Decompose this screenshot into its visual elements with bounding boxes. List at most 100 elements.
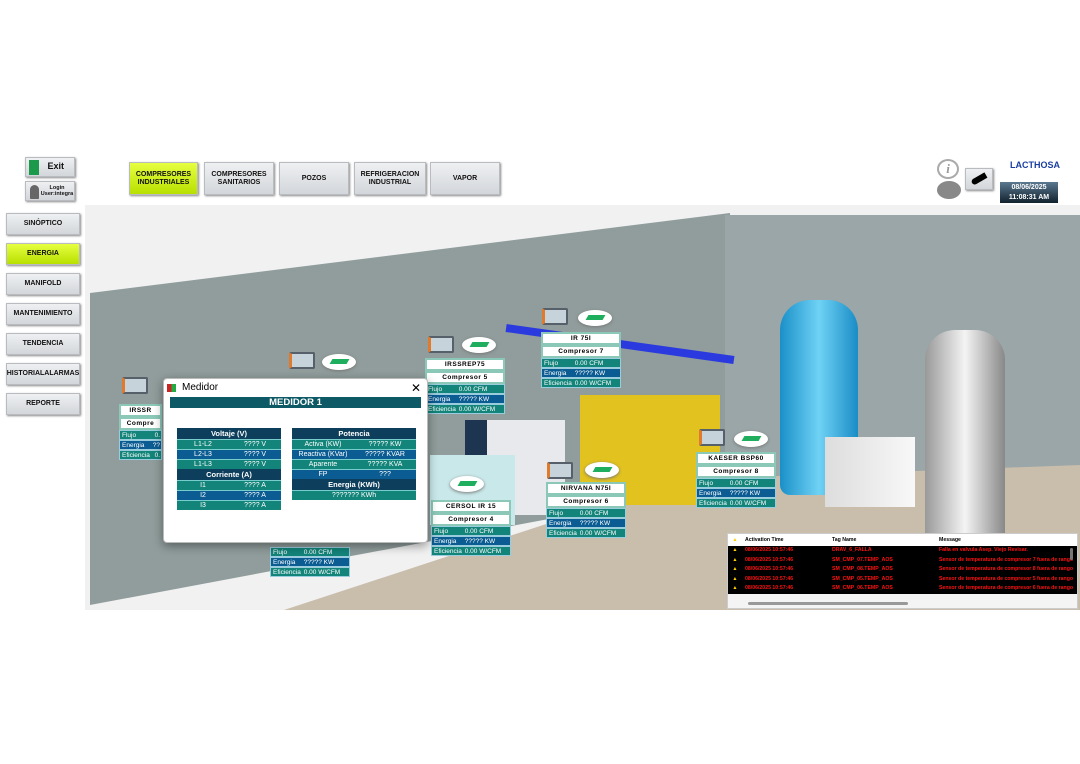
alarm-time: 08/06/2025 10:57:46 [745,547,794,553]
hmi-icon[interactable] [542,308,568,325]
dialog-titlebar[interactable]: Medidor ✕ [164,379,427,397]
mute-bell-icon[interactable] [937,181,961,199]
tab-vapor[interactable]: VAPOR [430,162,500,195]
row-label: Reactiva (KVar) [298,451,348,458]
energia-value: ????? KW [574,370,606,377]
voltaje-header: Voltaje (V) [177,428,281,439]
warning-icon: ▲ [732,547,738,553]
warning-icon: ▲ [732,575,738,582]
col-tag-name[interactable]: Tag Name [832,537,857,543]
energia-label: Energia [544,370,567,377]
potencia-header: Potencia [292,428,416,439]
datetime-display: 08/06/2025 11:08:31 AM [1000,182,1058,203]
hmi-icon[interactable] [428,336,454,353]
info-icon[interactable]: i [937,159,959,179]
app-icon [167,384,176,392]
warning-icon: ▲ [732,566,738,573]
chart-icon[interactable] [322,354,356,370]
flujo-label: Flujo [122,432,137,439]
alarm-tag: DRAV_6_FALLA [832,547,872,553]
row-value: ????? KVA [367,461,403,468]
chart-icon[interactable] [450,476,484,492]
flujo-value: 0. [154,432,160,439]
horizontal-scrollbar[interactable] [748,602,908,605]
meter-heading: MEDIDOR 1 [170,397,421,408]
chart-icon[interactable] [462,337,496,353]
eficiencia-value: 0.00 W/CFM [303,569,341,576]
energia-header: Energia (KWh) [292,479,416,490]
eficiencia-value: 0.00 W/CFM [464,548,502,555]
hmi-icon[interactable] [547,462,573,479]
alarm-time: 08/06/2025 10:57:46 [745,575,794,582]
row-value: ???? V [243,451,267,458]
flujo-label: Flujo [428,386,443,393]
side-manifold[interactable]: MANIFOLD [6,273,80,295]
flujo-value: 0.00 CFM [458,386,488,393]
energia-label: Energia [549,520,572,527]
chart-icon[interactable] [734,431,768,447]
tab-refrigeracion-industrial[interactable]: REFRIGERACION INDUSTRIAL [354,162,426,195]
warning-icon: ▲ [732,585,738,592]
flujo-label: Flujo [549,510,564,517]
compressor-name: IRSSR [119,404,162,417]
energia-value: ?? [152,442,160,449]
side-historial-alarmas[interactable]: HISTORIALALARMAS [6,363,80,385]
side-reporte[interactable]: REPORTE [6,393,80,415]
col-activation-time[interactable]: Activation Time [745,537,784,543]
row-label: Aparente [308,461,338,468]
alarm-tag: SM_CMP_05.TEMP_AOS [832,575,893,582]
flujo-value: 0.00 CFM [579,510,609,517]
eficiencia-value: 0.00 W/CFM [729,500,767,507]
eficiencia-value: 0. [154,452,160,459]
compressor-unit: Compre [119,417,162,430]
col-message[interactable]: Message [939,537,961,543]
side-mantenimiento[interactable]: MANTENIMIENTO [6,303,80,325]
alarm-message: Sensor de temperatura de compresor 6 fue… [939,585,1074,592]
login-button[interactable]: Login User:integra [25,181,75,201]
user-icon [30,185,39,199]
exit-button[interactable]: Exit [25,157,75,177]
close-icon[interactable]: ✕ [410,381,421,395]
exit-door-icon [29,160,39,175]
row-label: Activa (KW) [304,441,342,448]
user-label: User:integra [40,191,74,197]
hmi-icon[interactable] [122,377,148,394]
tab-compresores-sanitarios[interactable]: COMPRESORES SANITARIOS [204,162,274,195]
hmi-icon[interactable] [699,429,725,446]
key-button[interactable] [965,168,993,190]
alarm-tag: SM_CMP_08.TEMP_AOS [832,566,893,573]
side-tendencia[interactable]: TENDENCIA [6,333,80,355]
key-icon [970,172,988,186]
energia-label: Energia [122,442,145,449]
tab-pozos[interactable]: POZOS [279,162,349,195]
alarm-time: 08/06/2025 10:57:46 [745,585,794,592]
eficiencia-label: Eficiencia [699,500,727,507]
vertical-scrollbar[interactable] [1070,548,1073,560]
energia-value: ????? KW [458,396,490,403]
energia-label: Energia [273,559,296,566]
chart-icon[interactable] [585,462,619,478]
hmi-icon[interactable] [289,352,315,369]
alarm-time: 08/06/2025 10:57:46 [745,566,794,573]
compressor-name: KAESER BSP60 [696,452,776,465]
alarm-table[interactable]: ▲ Activation Time Tag Name Message ▲08/0… [727,533,1078,609]
row-label: L1-L3 [194,461,212,468]
side-sinoptico[interactable]: SINÓPTICO [6,213,80,235]
chart-icon[interactable] [578,310,612,326]
eficiencia-label: Eficiencia [273,569,301,576]
tab-compresores-industriales[interactable]: COMPRESORES INDUSTRIALES [129,162,198,195]
side-energia[interactable]: ENERGIA [6,243,80,265]
flujo-value: 0.00 CFM [574,360,604,367]
